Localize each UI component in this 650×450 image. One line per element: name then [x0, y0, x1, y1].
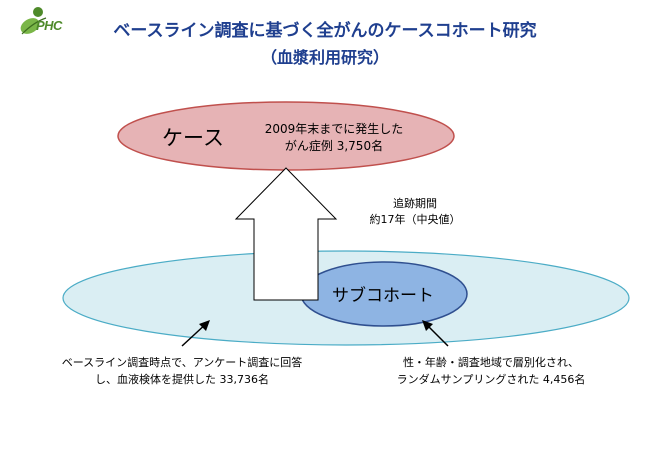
subcohort-note-line2: ランダムサンプリングされた 4,456名: [396, 373, 586, 386]
followup-line1: 追跡期間: [393, 197, 437, 210]
subcohort-label: サブコホート: [332, 286, 434, 306]
case-label: ケース: [162, 126, 224, 150]
baseline-note: ベースライン調査時点で、アンケート調査に回答 し、血液検体を提供した 33,73…: [32, 354, 332, 388]
case-desc-line1: 2009年末までに発生した: [264, 122, 404, 136]
case-desc-line2: がん症例 3,750名: [284, 139, 384, 153]
leaf-icon: [20, 7, 47, 35]
subcohort-pointer-arrowhead: [422, 320, 433, 331]
baseline-note-line2: し、血液検体を提供した 33,736名: [95, 373, 269, 386]
followup-period: 追跡期間 約17年（中央値）: [360, 196, 470, 228]
followup-line2: 約17年（中央値）: [369, 213, 461, 226]
baseline-note-line1: ベースライン調査時点で、アンケート調査に回答: [61, 356, 303, 369]
logo-text: PHC: [36, 18, 62, 33]
subcohort-note: 性・年齢・調査地域で層別化され、 ランダムサンプリングされた 4,456名: [346, 354, 636, 388]
baseline-pointer-arrowhead: [199, 320, 210, 331]
page-title: ベースライン調査に基づく全がんのケースコホート研究: [113, 21, 537, 41]
case-description: 2009年末までに発生した がん症例 3,750名: [244, 121, 424, 155]
phc-logo: PHC: [16, 4, 78, 42]
page-subtitle: （血漿利用研究）: [260, 48, 389, 67]
up-arrow-icon: [234, 167, 338, 301]
subcohort-note-line1: 性・年齢・調査地域で層別化され、: [402, 356, 580, 369]
